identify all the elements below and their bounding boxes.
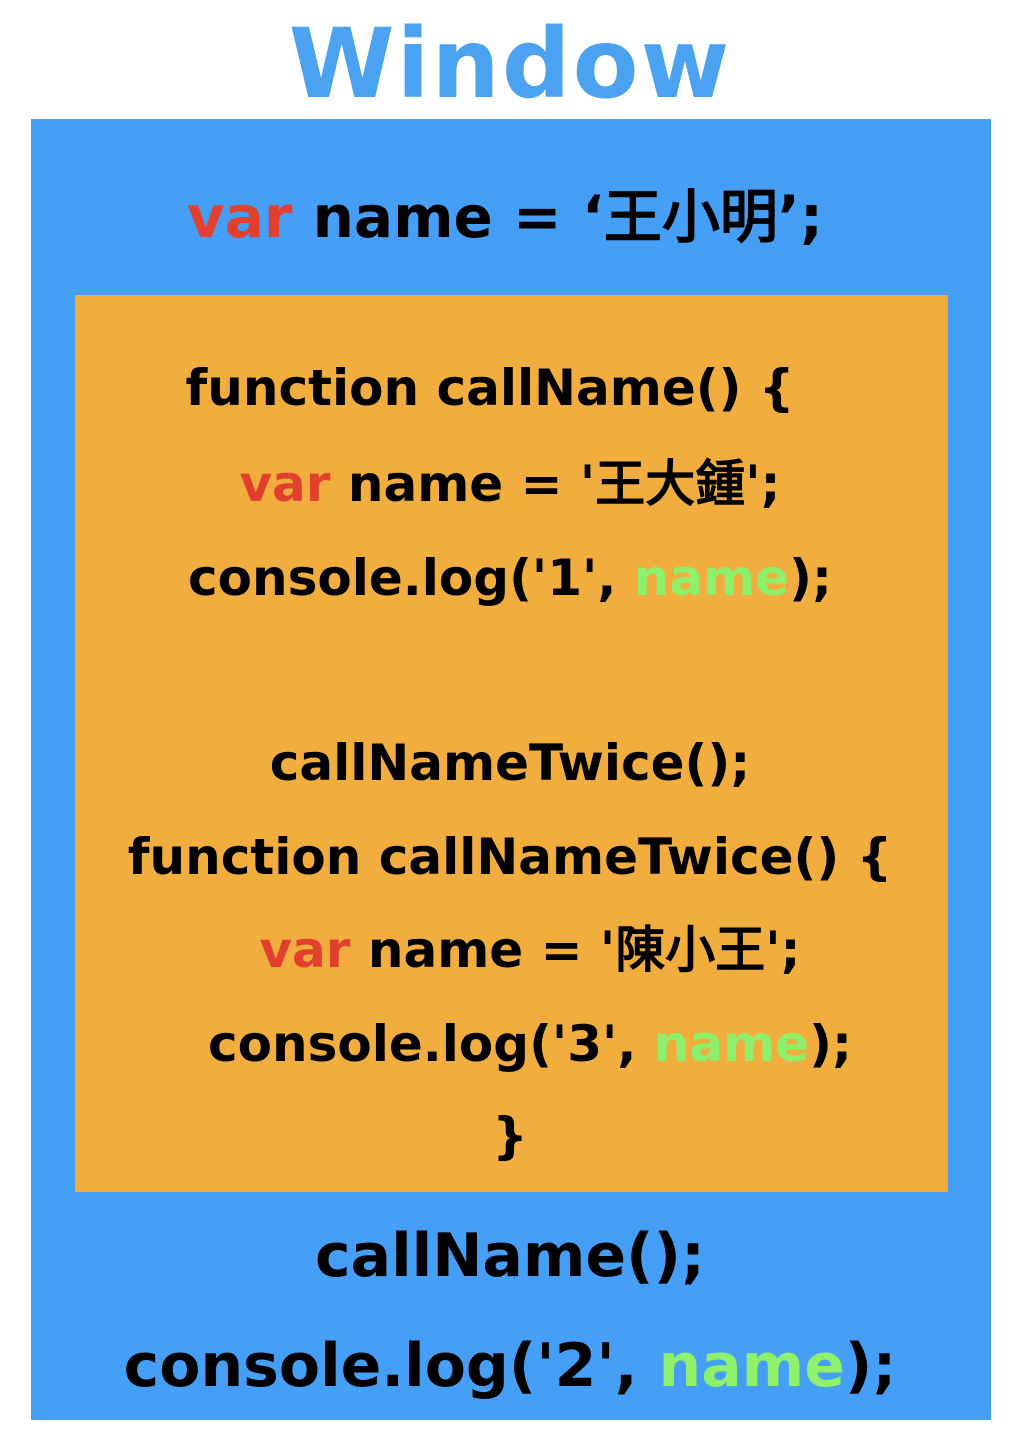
declaration-text: name = '王大鍾';	[330, 455, 781, 513]
var-keyword: var	[259, 921, 351, 979]
name-identifier: name	[658, 1331, 845, 1401]
call-callname: callName();	[315, 1221, 705, 1291]
global-var-declaration: var name = ‘王小明’;	[0, 180, 1015, 254]
name-identifier: name	[653, 1015, 810, 1073]
var-keyword: var	[186, 183, 293, 251]
declaration-text: name = '陳小王';	[350, 921, 801, 979]
function-scope-box	[75, 295, 948, 1192]
function-callnametwice-open: function callNameTwice() {	[127, 828, 893, 886]
window-title: Window	[288, 8, 732, 120]
log-call-close: );	[809, 1015, 852, 1073]
local-var-declaration: var name = '王大鍾';	[0, 452, 1020, 516]
var-keyword: var	[239, 455, 331, 513]
log-call-text: console.log('1',	[188, 549, 634, 607]
log-call-close: );	[844, 1331, 897, 1401]
name-identifier: name	[633, 549, 790, 607]
console-log-2: console.log('2', name);	[0, 1328, 1020, 1404]
function-callname-open: function callName() {	[185, 359, 795, 417]
call-callnametwice: callNameTwice();	[269, 734, 751, 792]
log-call-text: console.log('2',	[123, 1331, 659, 1401]
local-var-declaration-2: var name = '陳小王';	[20, 918, 1020, 982]
declaration-text: name = ‘王小明’;	[292, 183, 824, 251]
log-call-text: console.log('3',	[208, 1015, 654, 1073]
console-log-3: console.log('3', name);	[20, 1012, 1020, 1076]
console-log-1: console.log('1', name);	[0, 546, 1020, 610]
closing-brace: }	[492, 1107, 528, 1165]
log-call-close: );	[789, 549, 832, 607]
